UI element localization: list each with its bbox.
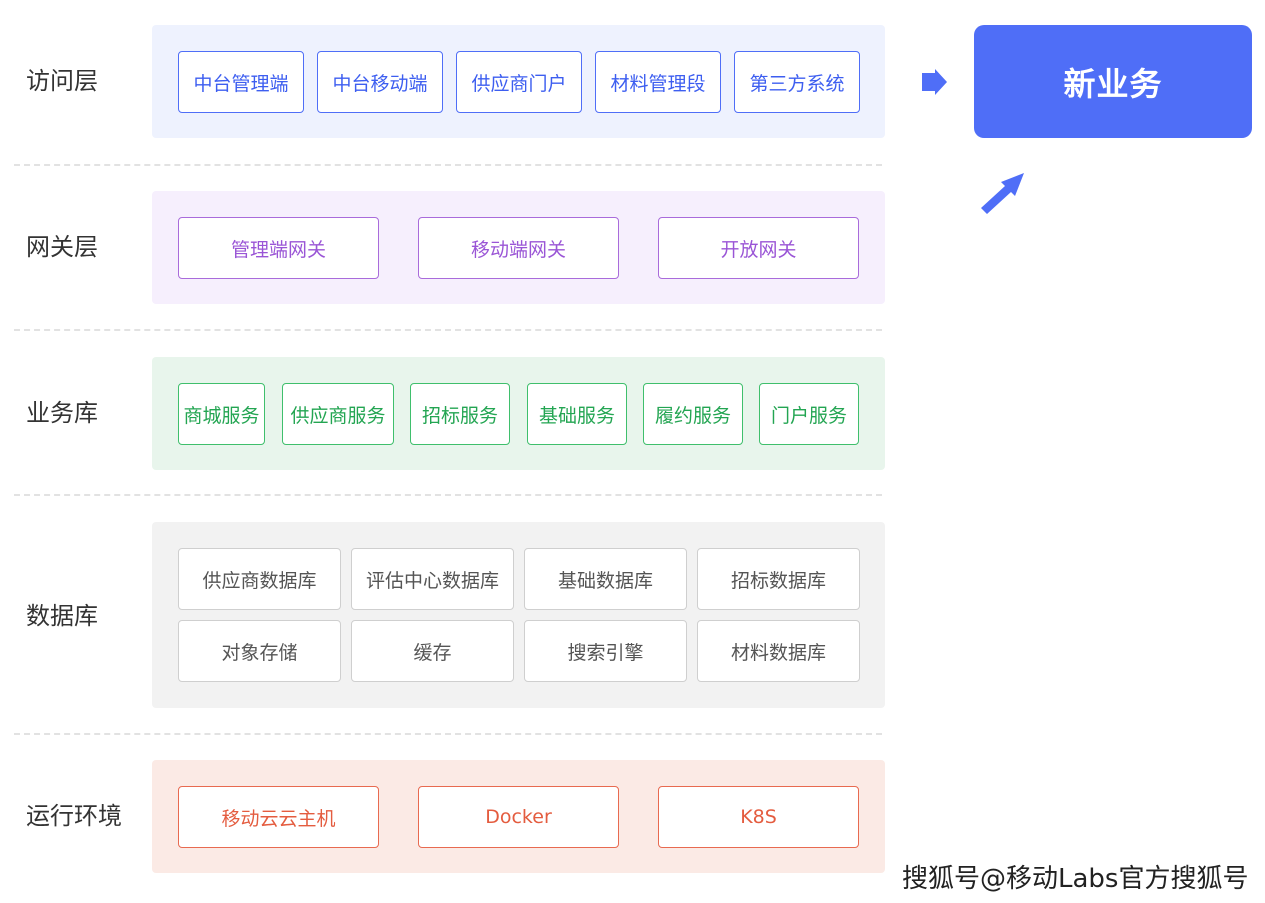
business-item-basic[interactable]: 基础服务 xyxy=(527,383,627,445)
layer-divider xyxy=(14,494,882,496)
layer-divider xyxy=(14,733,882,735)
database-item-material-db[interactable]: 材料数据库 xyxy=(697,620,860,682)
layer-label-access: 访问层 xyxy=(26,67,98,95)
database-item-supplier-db[interactable]: 供应商数据库 xyxy=(178,548,341,610)
gateway-item-open[interactable]: 开放网关 xyxy=(658,217,859,279)
access-item-mobile[interactable]: 中台移动端 xyxy=(317,51,443,113)
runtime-item-k8s[interactable]: K8S xyxy=(658,786,859,848)
layer-label-runtime: 运行环境 xyxy=(26,802,122,830)
business-item-mall[interactable]: 商城服务 xyxy=(178,383,265,445)
database-item-basic-db[interactable]: 基础数据库 xyxy=(524,548,687,610)
access-item-admin[interactable]: 中台管理端 xyxy=(178,51,304,113)
business-item-bidding[interactable]: 招标服务 xyxy=(410,383,510,445)
runtime-item-cloud-host[interactable]: 移动云云主机 xyxy=(178,786,379,848)
database-item-cache[interactable]: 缓存 xyxy=(351,620,514,682)
layer-label-database: 数据库 xyxy=(26,602,98,630)
runtime-item-docker[interactable]: Docker xyxy=(418,786,619,848)
business-item-supplier[interactable]: 供应商服务 xyxy=(282,383,394,445)
arrow-right-icon xyxy=(922,69,947,95)
access-item-third-party[interactable]: 第三方系统 xyxy=(734,51,860,113)
layer-divider xyxy=(14,164,882,166)
database-layer-panel: 供应商数据库 评估中心数据库 基础数据库 招标数据库 对象存储 缓存 搜索引擎 … xyxy=(152,522,885,708)
layer-label-gateway: 网关层 xyxy=(26,233,98,261)
gateway-layer-panel: 管理端网关 移动端网关 开放网关 xyxy=(152,191,885,304)
database-item-search-engine[interactable]: 搜索引擎 xyxy=(524,620,687,682)
gateway-item-mobile[interactable]: 移动端网关 xyxy=(418,217,619,279)
business-item-portal[interactable]: 门户服务 xyxy=(759,383,859,445)
layer-divider xyxy=(14,329,882,331)
runtime-layer-panel: 移动云云主机 Docker K8S xyxy=(152,760,885,873)
arrow-up-right-icon xyxy=(981,173,1024,214)
business-item-fulfillment[interactable]: 履约服务 xyxy=(643,383,743,445)
watermark-text: 搜狐号@移动Labs官方搜狐号 xyxy=(902,864,1249,894)
layer-label-business: 业务库 xyxy=(26,399,98,427)
business-layer-panel: 商城服务 供应商服务 招标服务 基础服务 履约服务 门户服务 xyxy=(152,357,885,470)
database-item-evaluation-db[interactable]: 评估中心数据库 xyxy=(351,548,514,610)
access-item-material-mgmt[interactable]: 材料管理段 xyxy=(595,51,721,113)
access-layer-panel: 中台管理端 中台移动端 供应商门户 材料管理段 第三方系统 xyxy=(152,25,885,138)
database-item-object-storage[interactable]: 对象存储 xyxy=(178,620,341,682)
access-item-supplier-portal[interactable]: 供应商门户 xyxy=(456,51,582,113)
gateway-item-admin[interactable]: 管理端网关 xyxy=(178,217,379,279)
database-item-bidding-db[interactable]: 招标数据库 xyxy=(697,548,860,610)
new-business-box[interactable]: 新业务 xyxy=(974,25,1252,138)
